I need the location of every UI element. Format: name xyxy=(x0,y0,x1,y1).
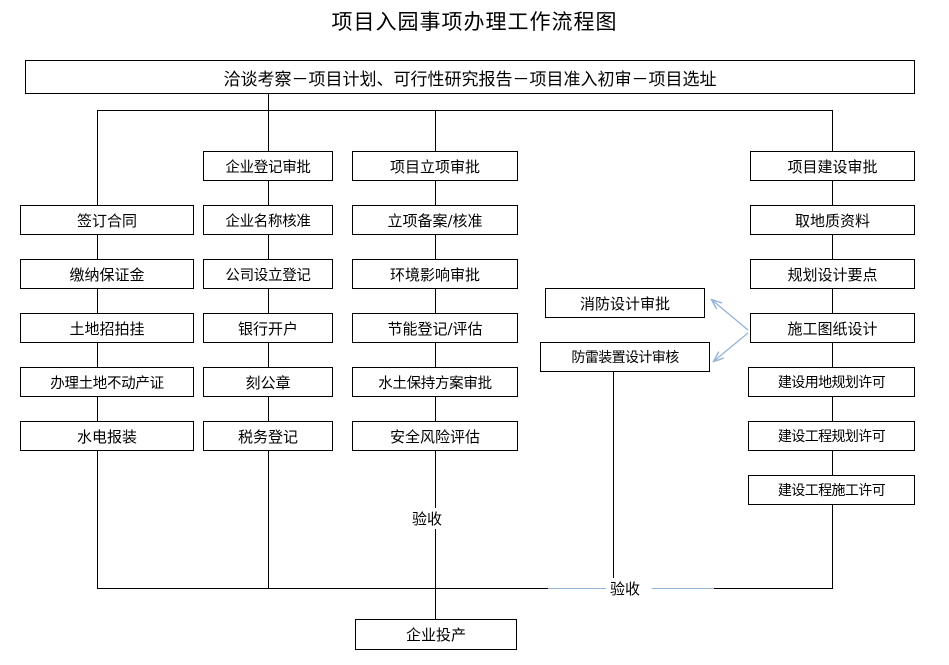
connector-col2-1 xyxy=(268,181,269,205)
connector-col3-5 xyxy=(435,397,436,421)
node-col3-1[interactable]: 环境影响审批 xyxy=(352,259,518,289)
connector-col1-4 xyxy=(97,397,98,421)
arrow-to-lightning-design xyxy=(714,332,749,361)
edge-label-acceptance-center: 验收 xyxy=(408,508,447,529)
node-col4-4[interactable]: 建设工程规划许可 xyxy=(748,421,915,451)
header-box[interactable]: 洽谈考察－项目计划、可行性研究报告－项目准入初审－项目选址 xyxy=(25,60,915,94)
connector-final-drop xyxy=(435,588,436,619)
node-col3-0[interactable]: 立项备案/核准 xyxy=(352,205,518,235)
connector-col3-2 xyxy=(435,235,436,259)
node-col4-0[interactable]: 取地质资料 xyxy=(750,205,915,235)
connector-col2-4 xyxy=(268,343,269,367)
node-col2-3[interactable]: 刻公章 xyxy=(203,367,333,397)
node-col3-2[interactable]: 节能登记/评估 xyxy=(352,313,518,343)
node-col1-0[interactable]: 签订合同 xyxy=(20,205,194,235)
connector-bottom-bus-left xyxy=(97,588,555,589)
node-col2-heading[interactable]: 企业登记审批 xyxy=(203,151,333,181)
connector-col4-2 xyxy=(832,235,833,259)
node-col3-4[interactable]: 安全风险评估 xyxy=(352,421,518,451)
node-col4-2[interactable]: 施工图纸设计 xyxy=(750,313,915,343)
node-lightning-design-review[interactable]: 防雷装置设计审核 xyxy=(540,342,710,372)
connector-col4-1 xyxy=(832,181,833,205)
page-title: 项目入园事项办理工作流程图 xyxy=(331,10,618,34)
connector-col3-1 xyxy=(435,181,436,205)
connector-col1-2 xyxy=(97,289,98,313)
connector-col3-3 xyxy=(435,289,436,313)
node-col4-1[interactable]: 规划设计要点 xyxy=(750,259,915,289)
connector-col3-drop xyxy=(435,110,436,151)
node-fire-design-approval[interactable]: 消防设计审批 xyxy=(545,288,705,318)
node-col2-1[interactable]: 公司设立登记 xyxy=(203,259,333,289)
node-col1-4[interactable]: 水电报装 xyxy=(20,421,194,451)
node-col2-2[interactable]: 银行开户 xyxy=(203,313,333,343)
connector-bottom-bus-right xyxy=(714,588,833,589)
node-col2-4[interactable]: 税务登记 xyxy=(203,421,333,451)
connector-col1-3 xyxy=(97,343,98,367)
connector-col2-3 xyxy=(268,289,269,313)
node-col1-3[interactable]: 办理土地不动产证 xyxy=(20,367,194,397)
connector-side-drop xyxy=(613,372,614,588)
connector-col4-5 xyxy=(832,397,833,421)
connector-bottom-bus-accent-left xyxy=(548,588,610,589)
node-col4-5[interactable]: 建设工程施工许可 xyxy=(748,475,915,505)
node-col3-heading[interactable]: 项目立项审批 xyxy=(352,151,518,181)
connector-col2-drop xyxy=(268,110,269,151)
connector-bottom-bus-accent-right xyxy=(652,588,717,589)
connector-col4-3 xyxy=(832,289,833,313)
connector-col3-tail xyxy=(435,451,436,619)
connector-col4-drop xyxy=(832,110,833,151)
node-col1-2[interactable]: 土地招拍挂 xyxy=(20,313,194,343)
connector-col4-tail xyxy=(832,505,833,588)
connector-col2-2 xyxy=(268,235,269,259)
node-col2-0[interactable]: 企业名称核准 xyxy=(203,205,333,235)
connector-top-bus xyxy=(97,110,833,111)
connector-col1-1 xyxy=(97,235,98,259)
connector-col2-5 xyxy=(268,397,269,421)
node-col1-1[interactable]: 缴纳保证金 xyxy=(20,259,194,289)
node-col3-3[interactable]: 水土保持方案审批 xyxy=(352,367,518,397)
connector-col4-6 xyxy=(832,451,833,475)
arrow-to-fire-design xyxy=(712,300,749,331)
connector-col1-drop xyxy=(97,110,98,205)
node-col4-heading[interactable]: 项目建设审批 xyxy=(750,151,915,181)
connector-col1-tail xyxy=(97,451,98,588)
edge-label-acceptance-right: 验收 xyxy=(606,578,645,599)
connector-col4-4 xyxy=(832,343,833,367)
node-col4-3[interactable]: 建设用地规划许可 xyxy=(748,367,915,397)
node-final-production[interactable]: 企业投产 xyxy=(355,619,517,650)
connector-col3-4 xyxy=(435,343,436,367)
connector-header-drop xyxy=(268,94,269,111)
connector-col2-tail xyxy=(268,451,269,588)
